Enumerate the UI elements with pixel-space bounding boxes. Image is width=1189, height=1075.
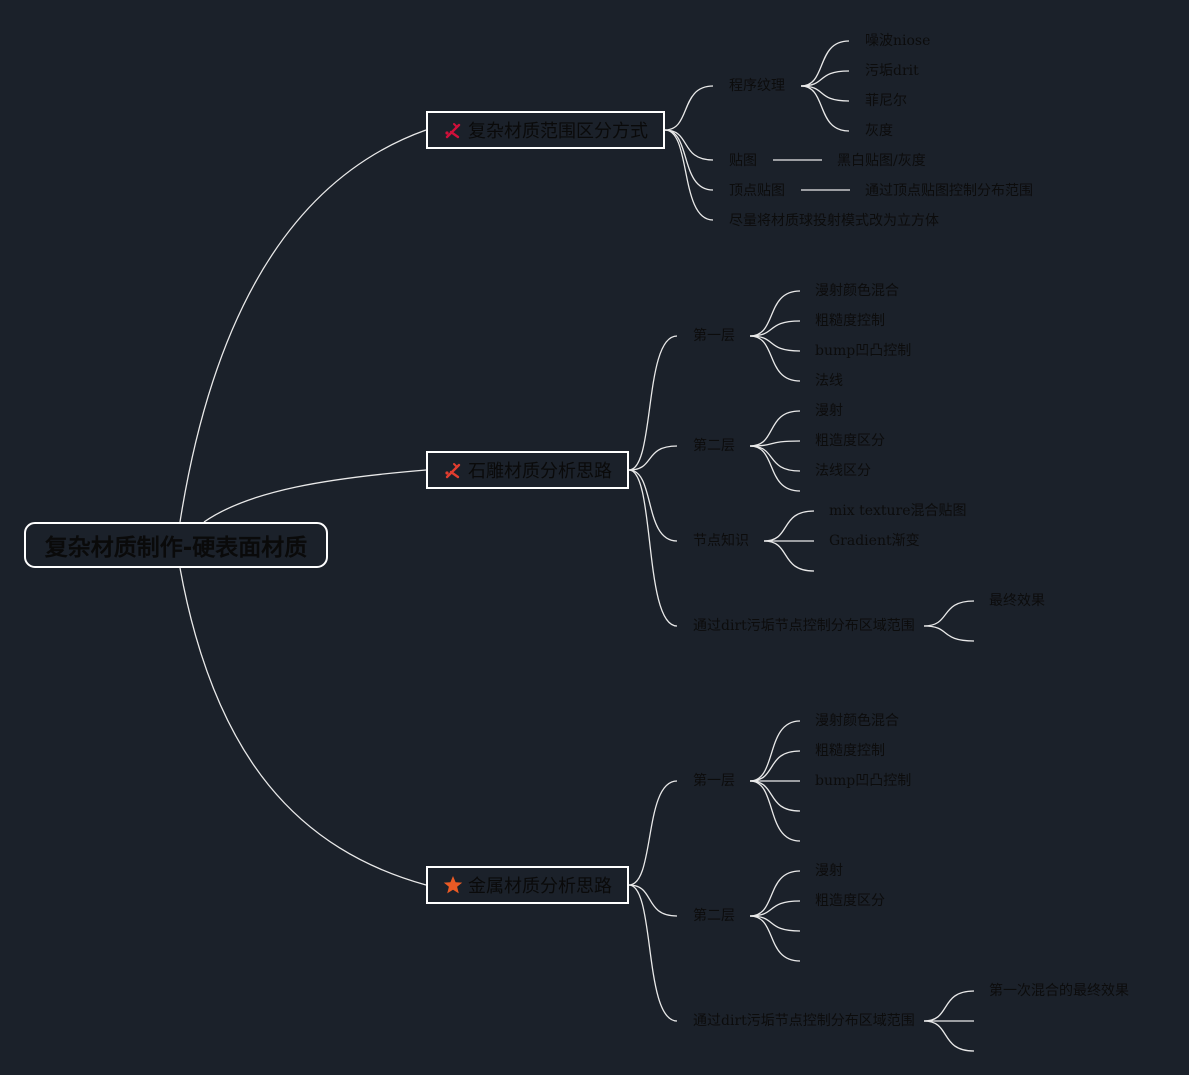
subtopic[interactable]: 第一层 [693, 328, 735, 344]
leaf-topic[interactable]: 最终效果 [989, 593, 1045, 609]
subtopic[interactable]: 节点知识 [693, 533, 749, 549]
tools-icon [443, 460, 463, 480]
connector-subtopic-leaf [763, 510, 815, 542]
connector-root-branch [203, 469, 427, 523]
connector-subtopic-leaf [749, 410, 801, 447]
connector-branch-subtopic [628, 445, 678, 471]
tools-icon [443, 120, 463, 140]
connector-subtopic-leaf [749, 750, 801, 782]
subtopic[interactable]: 第一层 [693, 773, 735, 789]
branch-label: 复杂材质范围区分方式 [468, 121, 648, 142]
connector-subtopic-leaf [749, 780, 801, 812]
connector-subtopic-leaf [800, 85, 850, 102]
connector-subtopic-leaf [749, 335, 801, 352]
connector-branch-subtopic [628, 335, 678, 471]
star-icon [443, 875, 463, 895]
connector-subtopic-leaf [749, 445, 801, 472]
connector-subtopic-leaf [923, 625, 975, 642]
branch-metal-material[interactable]: 金属材质分析思路 [426, 866, 629, 904]
connector-subtopic-leaf [749, 320, 801, 337]
branch-label: 石雕材质分析思路 [468, 461, 612, 482]
leaf-topic[interactable]: Gradient渐变 [829, 533, 920, 549]
root-topic-label: 复杂材质制作-硬表面材质 [44, 535, 308, 561]
connector-branch-subtopic [628, 469, 678, 542]
connector-branch-subtopic [664, 85, 714, 131]
leaf-topic[interactable]: 粗糙度控制 [815, 313, 885, 329]
leaf-topic[interactable]: 法线区分 [815, 463, 871, 479]
root-topic[interactable]: 复杂材质制作-硬表面材质 [24, 522, 328, 568]
connector-branch-subtopic [628, 884, 678, 917]
leaf-topic[interactable]: 漫射 [815, 863, 843, 879]
subtopic[interactable]: 贴图 [729, 153, 757, 169]
subtopic[interactable]: 第二层 [693, 908, 735, 924]
leaf-topic[interactable]: 漫射 [815, 403, 843, 419]
subtopic[interactable]: 尽量将材质球投射模式改为立方体 [729, 213, 939, 229]
branch-stone-sculpture[interactable]: 石雕材质分析思路 [426, 451, 629, 489]
connector-branch-subtopic [628, 884, 678, 1022]
leaf-topic[interactable]: 漫射颜色混合 [815, 713, 899, 729]
leaf-topic[interactable]: 菲尼尔 [865, 93, 907, 109]
subtopic[interactable]: 顶点贴图 [729, 183, 785, 199]
leaf-topic[interactable]: 第一次混合的最终效果 [989, 983, 1129, 999]
leaf-topic[interactable]: bump凹凸控制 [815, 773, 912, 789]
branch-complex-material-range[interactable]: 复杂材质范围区分方式 [426, 111, 665, 149]
leaf-topic[interactable]: 粗造度区分 [815, 433, 885, 449]
leaf-topic[interactable]: 灰度 [865, 123, 893, 139]
leaf-topic[interactable]: 噪波niose [865, 33, 931, 49]
connector-subtopic-leaf [749, 290, 801, 337]
connector-subtopic-leaf [800, 70, 850, 87]
subtopic[interactable]: 第二层 [693, 438, 735, 454]
connector-branch-subtopic [664, 129, 714, 221]
connector-subtopic-leaf [749, 440, 801, 447]
leaf-topic[interactable]: 通过顶点贴图控制分布范围 [865, 183, 1033, 199]
leaf-topic[interactable]: 粗造度区分 [815, 893, 885, 909]
leaf-topic[interactable]: mix texture混合贴图 [829, 503, 967, 519]
connector-branch-subtopic [664, 129, 714, 161]
leaf-topic[interactable]: 污垢drit [865, 63, 919, 79]
leaf-topic[interactable]: 粗糙度控制 [815, 743, 885, 759]
connector-root-branch [179, 567, 427, 886]
connector-subtopic-leaf [749, 915, 801, 932]
connector-subtopic-leaf [923, 600, 975, 627]
subtopic[interactable]: 程序纹理 [729, 78, 785, 94]
connector-subtopic-leaf [749, 780, 801, 842]
connector-subtopic-leaf [749, 445, 801, 492]
subtopic[interactable]: 通过dirt污垢节点控制分布区域范围 [693, 1013, 915, 1029]
connector-branch-subtopic [628, 469, 678, 627]
connector-subtopic-leaf [923, 1020, 975, 1052]
leaf-topic[interactable]: 法线 [815, 373, 843, 389]
leaf-topic[interactable]: bump凹凸控制 [815, 343, 912, 359]
leaf-topic[interactable]: 漫射颜色混合 [815, 283, 899, 299]
connector-root-branch [179, 129, 427, 523]
connector-subtopic-leaf [749, 720, 801, 782]
connector-subtopic-leaf [749, 915, 801, 962]
leaf-topic[interactable]: 黑白贴图/灰度 [837, 153, 926, 169]
subtopic[interactable]: 通过dirt污垢节点控制分布区域范围 [693, 618, 915, 634]
connector-subtopic-leaf [749, 900, 801, 917]
connector-subtopic-leaf [749, 335, 801, 382]
connector-branch-subtopic [628, 780, 678, 886]
connector-subtopic-leaf [800, 40, 850, 87]
connector-subtopic-leaf [763, 540, 815, 572]
branch-label: 金属材质分析思路 [468, 876, 612, 897]
connector-subtopic-leaf [800, 85, 850, 132]
connector-subtopic-leaf [923, 990, 975, 1022]
connector-subtopic-leaf [749, 870, 801, 917]
